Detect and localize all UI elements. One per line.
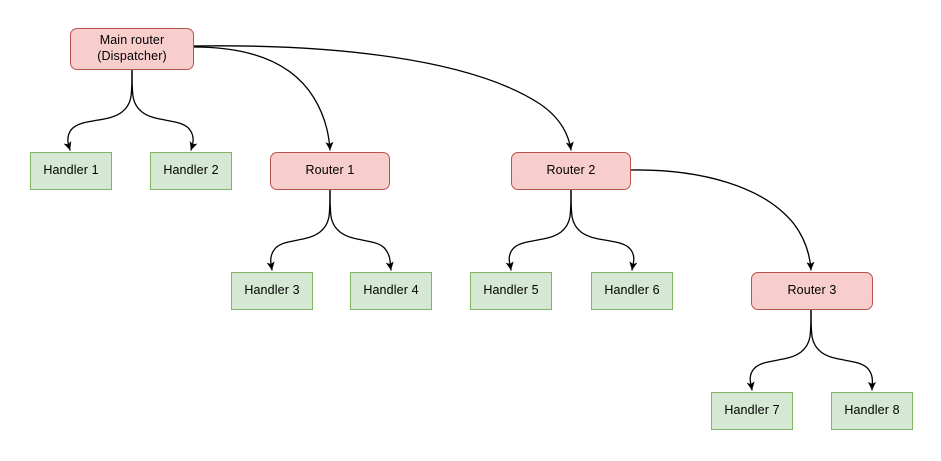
edge-router-3-to-handler-8 <box>810 309 877 391</box>
edge-main-router-to-handler-1 <box>63 69 133 151</box>
edge-router-1-to-handler-4 <box>329 189 394 271</box>
edges-group <box>63 45 877 391</box>
node-label-router-1: Router 1 <box>305 163 355 178</box>
node-handler-4[interactable]: Handler 4 <box>350 272 432 310</box>
node-label-handler-2: Handler 2 <box>163 163 219 178</box>
node-label-handler-1: Handler 1 <box>43 163 99 178</box>
node-label-handler-5: Handler 5 <box>483 283 539 298</box>
node-handler-8[interactable]: Handler 8 <box>831 392 913 430</box>
node-router-3[interactable]: Router 3 <box>751 272 873 310</box>
node-handler-2[interactable]: Handler 2 <box>150 152 232 190</box>
node-handler-5[interactable]: Handler 5 <box>470 272 552 310</box>
edge-router-2-to-handler-5 <box>505 189 572 271</box>
node-label-router-2: Router 2 <box>546 163 596 178</box>
edge-router-2-to-router-3 <box>630 169 815 271</box>
node-label-router-3: Router 3 <box>787 283 837 298</box>
edge-router-3-to-handler-7 <box>746 309 812 391</box>
edge-main-router-to-router-2 <box>193 45 574 151</box>
edge-main-router-to-router-1 <box>193 46 334 151</box>
node-router-1[interactable]: Router 1 <box>270 152 390 190</box>
edge-router-2-to-handler-6 <box>570 189 638 271</box>
edge-main-router-to-handler-2 <box>131 69 198 151</box>
node-main-router[interactable]: Main router (Dispatcher) <box>70 28 194 70</box>
node-handler-7[interactable]: Handler 7 <box>711 392 793 430</box>
node-label-handler-6: Handler 6 <box>604 283 660 298</box>
node-label-handler-8: Handler 8 <box>844 403 900 418</box>
node-label-handler-4: Handler 4 <box>363 283 419 298</box>
node-handler-1[interactable]: Handler 1 <box>30 152 112 190</box>
node-router-2[interactable]: Router 2 <box>511 152 631 190</box>
node-label-handler-3: Handler 3 <box>244 283 300 298</box>
node-handler-3[interactable]: Handler 3 <box>231 272 313 310</box>
node-handler-6[interactable]: Handler 6 <box>591 272 673 310</box>
node-label-main-router: Main router (Dispatcher) <box>97 33 167 63</box>
edge-router-1-to-handler-3 <box>266 189 331 271</box>
node-label-handler-7: Handler 7 <box>724 403 780 418</box>
